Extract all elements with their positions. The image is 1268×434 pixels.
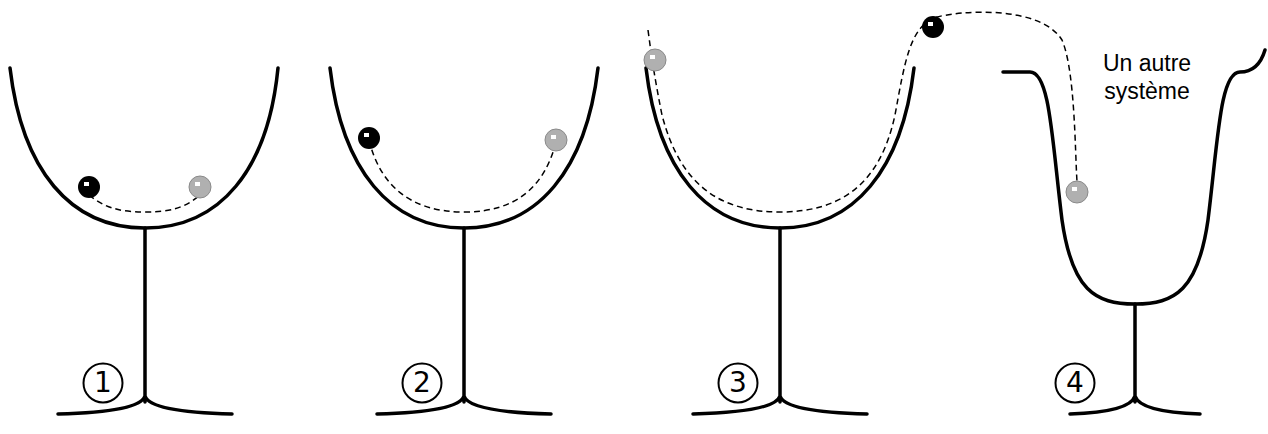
glass-stem (377, 228, 551, 414)
callout-number: 3 (717, 362, 759, 404)
ball-highlight (84, 182, 89, 186)
ball-grey (545, 129, 567, 151)
ball-highlight (364, 133, 369, 137)
glass-bowl (1003, 50, 1265, 304)
callout-number: 1 (82, 362, 124, 404)
glass-bowl (10, 68, 278, 228)
trajectory (369, 140, 556, 212)
callout-circle: 4 (1054, 362, 1096, 404)
ball-highlight (928, 22, 933, 26)
ball-black (78, 176, 100, 198)
ball-highlight (551, 135, 556, 139)
glass-stem (58, 228, 232, 414)
ball-grey (644, 49, 666, 71)
trajectory (648, 12, 1077, 212)
glass-stem (693, 228, 867, 414)
ball-highlight (1072, 187, 1077, 191)
trajectory (89, 195, 200, 212)
ball-grey (1066, 181, 1088, 203)
annotation-label: Un autre système (1082, 50, 1212, 105)
glass-bowl (646, 68, 914, 228)
ball-black (922, 16, 944, 38)
callout-number: 4 (1054, 362, 1096, 404)
ball-black (358, 127, 380, 149)
ball-highlight (650, 55, 655, 59)
ball-highlight (195, 182, 200, 186)
ball-grey (189, 176, 211, 198)
glass-bowl (330, 68, 598, 228)
callout-circle: 2 (401, 362, 443, 404)
callout-circle: 3 (717, 362, 759, 404)
callout-circle: 1 (82, 362, 124, 404)
callout-number: 2 (401, 362, 443, 404)
glass-stem (1070, 304, 1200, 414)
